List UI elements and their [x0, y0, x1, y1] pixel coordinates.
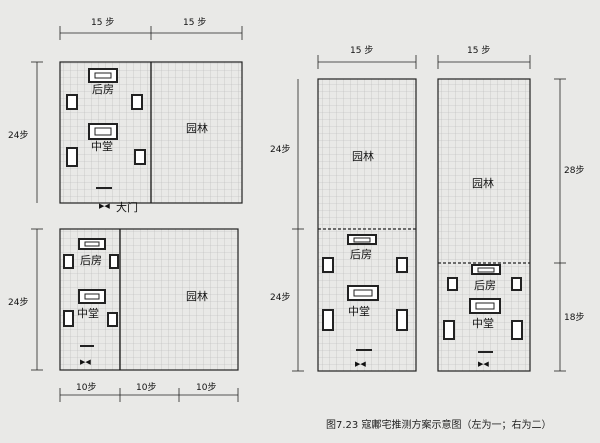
plan-2-width-2-label: 10步 — [136, 382, 156, 393]
plan-2: ▶◀ 后房 中堂 园林 24步 10步 10步 10步 — [8, 228, 239, 402]
plan-2-side-building — [107, 312, 118, 327]
plan-2-middle-hall-label: 中堂 — [77, 307, 99, 320]
plan-1-width-left-label: 15 步 — [91, 17, 114, 28]
plan-2-side-building — [63, 254, 74, 269]
plan-4-rear-house-label: 后房 — [474, 279, 496, 292]
plan-1-side-building — [131, 94, 143, 110]
plan-4-depth-lower-label: 18步 — [564, 312, 584, 323]
plan-3-depth-upper-label: 24步 — [270, 144, 290, 155]
plan-1-width-right-label: 15 步 — [183, 17, 206, 28]
plan-3: ▶◀ 园林 后房 中堂 15 步 24步 24步 — [270, 45, 417, 372]
plan-2-depth-label: 24步 — [8, 297, 28, 308]
plan-1-rear-house-label: 后房 — [92, 83, 114, 96]
plan-4-side-building — [443, 320, 455, 340]
plan-2-side-building — [63, 310, 74, 327]
plan-1-side-building — [66, 94, 78, 110]
plan-3-rear-house-label: 后房 — [350, 248, 372, 261]
plan-3-side-building — [396, 309, 408, 331]
plan-3-middle-hall-label: 中堂 — [348, 305, 370, 318]
plan-2-gate-marker: ▶◀ — [80, 358, 91, 366]
plan-1-depth-label: 24步 — [8, 130, 28, 141]
plan-3-side-building — [322, 257, 334, 273]
plan-3-garden-label: 园林 — [352, 149, 374, 163]
plan-1-side-building — [134, 149, 146, 165]
plan-3-width-label: 15 步 — [350, 45, 373, 56]
plan-3-depth-lower-label: 24步 — [270, 292, 290, 303]
plan-1-side-building — [66, 147, 78, 167]
plan-4-side-building — [511, 277, 522, 291]
plan-2-garden-label: 园林 — [186, 289, 208, 303]
plan-4-side-building — [447, 277, 458, 291]
plan-2-width-1-label: 10步 — [76, 382, 96, 393]
plan-3-side-building — [322, 309, 334, 331]
plan-1-middle-hall-label: 中堂 — [91, 140, 113, 153]
plan-4-side-building — [511, 320, 523, 340]
plan-3-side-building — [396, 257, 408, 273]
plan-2-width-3-label: 10步 — [196, 382, 216, 393]
plan-1-garden-label: 园林 — [186, 121, 208, 135]
plan-2-rear-house-label: 后房 — [80, 254, 102, 267]
plan-1-gate-label: 大门 — [116, 200, 138, 214]
figure-caption: 图7.23 寇鄘宅推测方案示意图（左为一；右为二） — [326, 420, 552, 431]
plan-4-middle-hall-label: 中堂 — [472, 317, 494, 330]
plan-4-width-label: 15 步 — [467, 45, 490, 56]
plan-4-depth-upper-label: 28步 — [564, 165, 584, 176]
plan-2-side-building — [109, 254, 119, 269]
plan-1: 后房 中堂 园林 ▶◀ 大门 15 步 15 步 24步 — [8, 17, 243, 214]
plan-3-gate-marker: ▶◀ — [355, 360, 366, 368]
plan-1-gate-marker: ▶◀ — [99, 202, 110, 210]
plan-4: ▶◀ 园林 后房 中堂 15 步 28步 18步 — [437, 45, 584, 372]
plan-4-gate-marker: ▶◀ — [478, 360, 489, 368]
plan-4-garden-label: 园林 — [472, 176, 494, 190]
